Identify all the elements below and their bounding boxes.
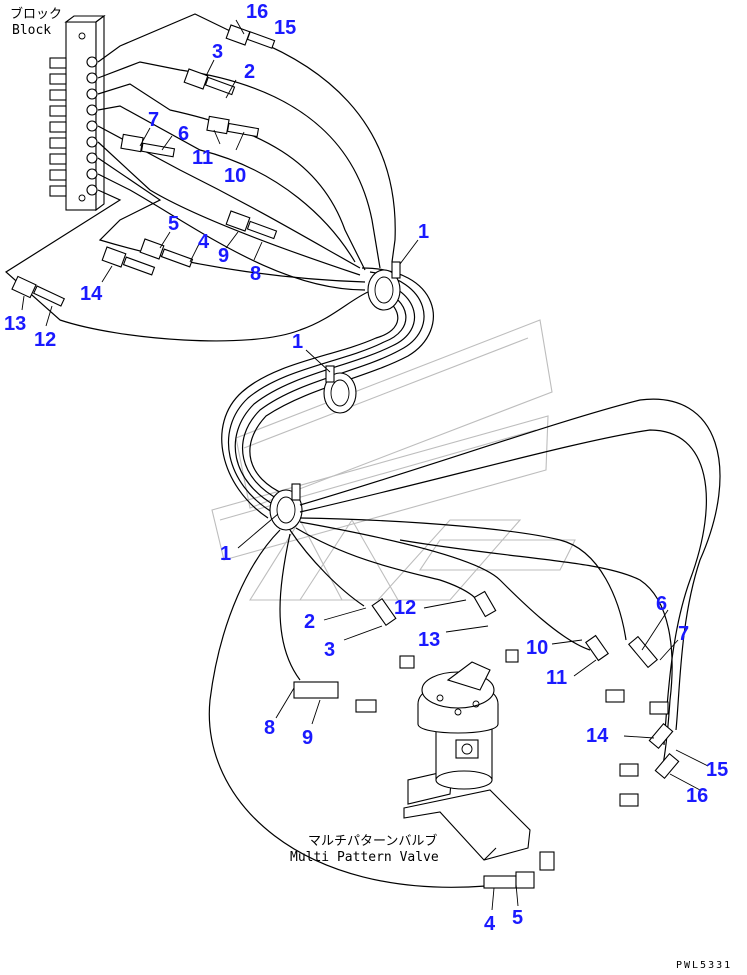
callout-1-middle: 1 [292, 331, 303, 353]
block-label-en: Block [12, 23, 51, 38]
reference-code: PWL5331 [676, 960, 732, 971]
callout-7-bottom: 7 [678, 623, 689, 645]
valve-label-en: Multi Pattern Valve [290, 850, 439, 865]
callout-4-bottom: 4 [484, 913, 496, 935]
valve-label-jp: マルチパターンバルブ [308, 833, 437, 849]
callout-6-bottom: 6 [656, 593, 667, 615]
callout-3-top: 3 [212, 41, 223, 63]
watermark-logo [211, 319, 576, 601]
hose-bundle-middle [221, 267, 434, 519]
callout-10-top: 10 [224, 165, 246, 187]
callout-13-top: 13 [4, 313, 26, 335]
hose-bundle-upper [5, 13, 396, 342]
callout-7-top: 7 [148, 109, 159, 131]
clamp-lower [269, 483, 303, 531]
callout-6-top: 6 [178, 123, 189, 145]
callout-15-top: 15 [274, 17, 296, 39]
callout-15-bottom: 15 [706, 759, 728, 781]
callout-16-bottom: 16 [686, 785, 708, 807]
callout-12-bottom: 12 [394, 597, 416, 619]
callout-4-top: 4 [198, 231, 210, 253]
callout-5-bottom: 5 [512, 907, 523, 929]
valve-fittings [293, 590, 680, 889]
callout-3-bottom: 3 [324, 639, 335, 661]
callout-2-top: 2 [244, 61, 255, 83]
callout-14-top: 14 [80, 283, 103, 305]
callout-2-bottom: 2 [304, 611, 315, 633]
callout-14-bottom: 14 [586, 725, 609, 747]
callout-10-bottom: 10 [526, 637, 548, 659]
callout-12-top: 12 [34, 329, 56, 351]
callout-9-bottom: 9 [302, 727, 313, 749]
callout-8-bottom: 8 [264, 717, 275, 739]
block-hose-ends [11, 24, 278, 307]
callout-1-lower: 1 [220, 543, 231, 565]
callout-1-upper: 1 [418, 221, 429, 243]
callout-5-top: 5 [168, 213, 179, 235]
callout-16-top: 16 [246, 1, 268, 23]
clamp-upper [367, 261, 401, 311]
callout-9-top: 9 [218, 245, 229, 267]
block-manifold [49, 14, 106, 212]
clamp-middle [323, 365, 357, 414]
multi-pattern-valve [403, 661, 531, 861]
leader-lines [21, 19, 709, 911]
callout-8-top: 8 [250, 263, 261, 285]
callout-13-bottom: 13 [418, 629, 440, 651]
callout-numbers: 16 15 3 2 7 6 11 10 1 5 4 9 8 14 13 12 1… [4, 1, 728, 935]
callout-11-top: 11 [192, 147, 213, 169]
hose-bundle-lower [208, 398, 721, 888]
block-label-jp: ブロック [10, 6, 62, 22]
callout-11-bottom: 11 [546, 667, 567, 689]
